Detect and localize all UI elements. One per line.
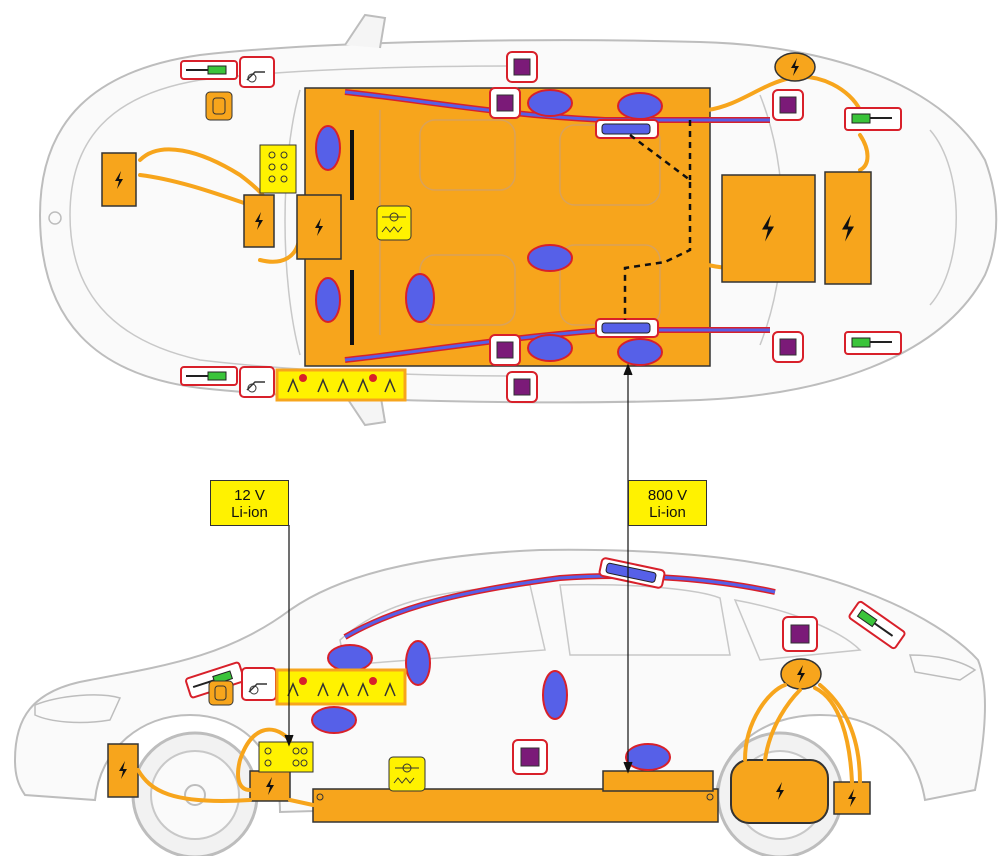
hv-component-front-side bbox=[107, 743, 291, 802]
crash-sensor-group-side bbox=[512, 616, 818, 775]
bonnet-actuator-group-top bbox=[239, 56, 275, 398]
hv-component-front-2 bbox=[243, 194, 342, 260]
label-800v-line2: Li-ion bbox=[649, 504, 686, 521]
control-unit-icon-side bbox=[388, 756, 426, 792]
gas-strut-group-top bbox=[180, 60, 902, 386]
control-unit-icon bbox=[376, 205, 412, 241]
label-800v-battery: 800 V Li-ion bbox=[628, 480, 707, 526]
label-leaders bbox=[284, 363, 633, 774]
car-side-outline bbox=[13, 548, 987, 814]
car-top-view bbox=[38, 13, 998, 427]
airbag-group-side bbox=[311, 640, 671, 771]
label-12v-line2: Li-ion bbox=[231, 504, 268, 521]
seatbelt-pretensioner-strip-top bbox=[275, 368, 407, 402]
battery-12v-side bbox=[258, 741, 314, 773]
crash-sensor-group-top bbox=[489, 51, 804, 403]
front-wheel bbox=[131, 731, 259, 859]
label-12v-line1: 12 V bbox=[234, 487, 265, 504]
airbag-group-top bbox=[315, 89, 663, 366]
fuse-icon bbox=[205, 91, 233, 121]
seatbelt-pretensioner-strip-side bbox=[275, 668, 407, 706]
pretensioner-side bbox=[598, 557, 666, 589]
battery-12v-top bbox=[259, 144, 297, 194]
pretensioner-group-top bbox=[595, 119, 659, 338]
car-side-view bbox=[13, 548, 987, 859]
hv-service-disconnect-side bbox=[780, 658, 822, 690]
hv-rear-motor bbox=[730, 759, 829, 824]
label-800v-line1: 800 V bbox=[647, 487, 688, 504]
gas-strut-side-rear bbox=[848, 600, 906, 650]
label-12v-battery: 12 V Li-ion bbox=[210, 480, 289, 526]
hv-component-rear-side bbox=[833, 781, 871, 815]
hv-component-front bbox=[101, 152, 137, 207]
mirror-left bbox=[344, 13, 387, 49]
hv-component-rear bbox=[721, 171, 872, 285]
hv-battery-pack bbox=[312, 788, 719, 823]
hv-service-disconnect bbox=[774, 52, 816, 82]
